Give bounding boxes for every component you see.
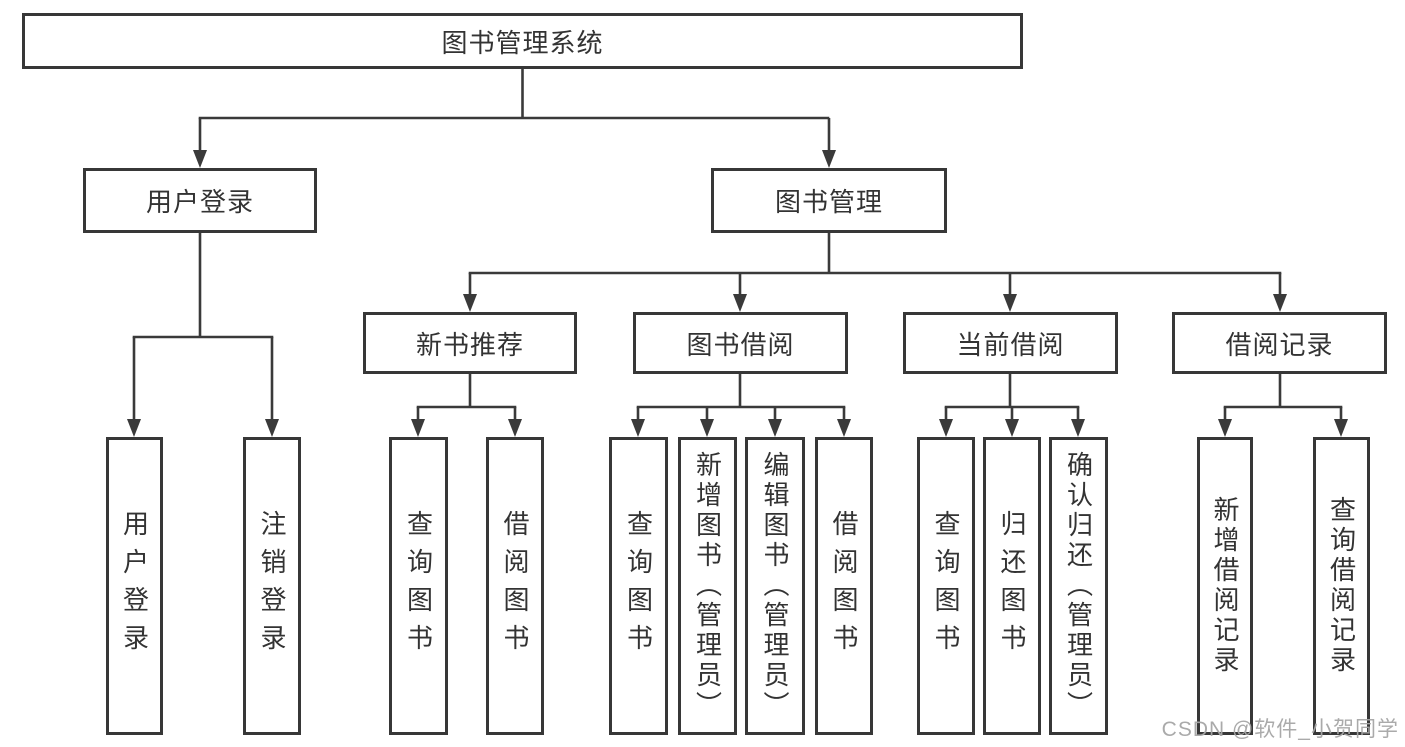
node-user-login: 用户登录 xyxy=(83,168,317,233)
leaf-label: 用户登录 xyxy=(119,510,150,662)
node-new-book-recommend: 新书推荐 xyxy=(363,312,577,374)
leaf-return-book: 归还图书 xyxy=(983,437,1041,735)
leaf-label: 新增借阅记录 xyxy=(1210,496,1240,676)
node-label: 图书管理 xyxy=(774,187,883,217)
node-book-borrow: 图书借阅 xyxy=(633,312,848,374)
leaf-label: 确认归还（管理员） xyxy=(1063,451,1094,721)
leaf-query-books-borrow: 查询图书 xyxy=(609,437,668,735)
node-current-borrow: 当前借阅 xyxy=(903,312,1118,374)
node-book-management: 图书管理 xyxy=(711,168,947,233)
leaf-add-borrow-record: 新增借阅记录 xyxy=(1197,437,1253,735)
leaf-label: 借阅图书 xyxy=(829,510,859,662)
leaf-confirm-return-admin: 确认归还（管理员） xyxy=(1049,437,1108,735)
leaf-borrow-books-recommend: 借阅图书 xyxy=(486,437,544,735)
leaf-edit-book-admin: 编辑图书（管理员） xyxy=(745,437,805,735)
leaf-label: 查询图书 xyxy=(931,510,961,662)
leaf-label: 查询借阅记录 xyxy=(1326,496,1357,676)
leaf-label: 归还图书 xyxy=(997,510,1027,662)
leaf-query-books-recommend: 查询图书 xyxy=(389,437,448,735)
node-label: 借阅记录 xyxy=(1225,329,1334,360)
node-borrow-records: 借阅记录 xyxy=(1172,312,1387,374)
leaf-query-books-current: 查询图书 xyxy=(917,437,975,735)
leaf-label: 编辑图书（管理员） xyxy=(760,451,790,721)
leaf-label: 查询图书 xyxy=(623,510,654,662)
node-library-system: 图书管理系统 xyxy=(22,13,1023,69)
node-label: 图书管理系统 xyxy=(441,27,604,58)
leaf-user-login: 用户登录 xyxy=(106,437,163,735)
leaf-logout: 注销登录 xyxy=(243,437,301,735)
leaf-query-borrow-record: 查询借阅记录 xyxy=(1313,437,1370,735)
leaf-add-book-admin: 新增图书（管理员） xyxy=(678,437,737,735)
node-label: 新书推荐 xyxy=(415,329,524,360)
leaf-label: 查询图书 xyxy=(403,510,434,662)
node-label: 当前借阅 xyxy=(956,329,1065,360)
node-label: 图书借阅 xyxy=(686,329,795,360)
leaf-label: 借阅图书 xyxy=(500,510,530,662)
leaf-label: 新增图书（管理员） xyxy=(692,451,723,721)
leaf-label: 注销登录 xyxy=(257,510,287,662)
watermark: CSDN @软件_小贺同学 xyxy=(1161,718,1399,741)
leaf-borrow-books: 借阅图书 xyxy=(815,437,873,735)
node-label: 用户登录 xyxy=(145,187,254,217)
